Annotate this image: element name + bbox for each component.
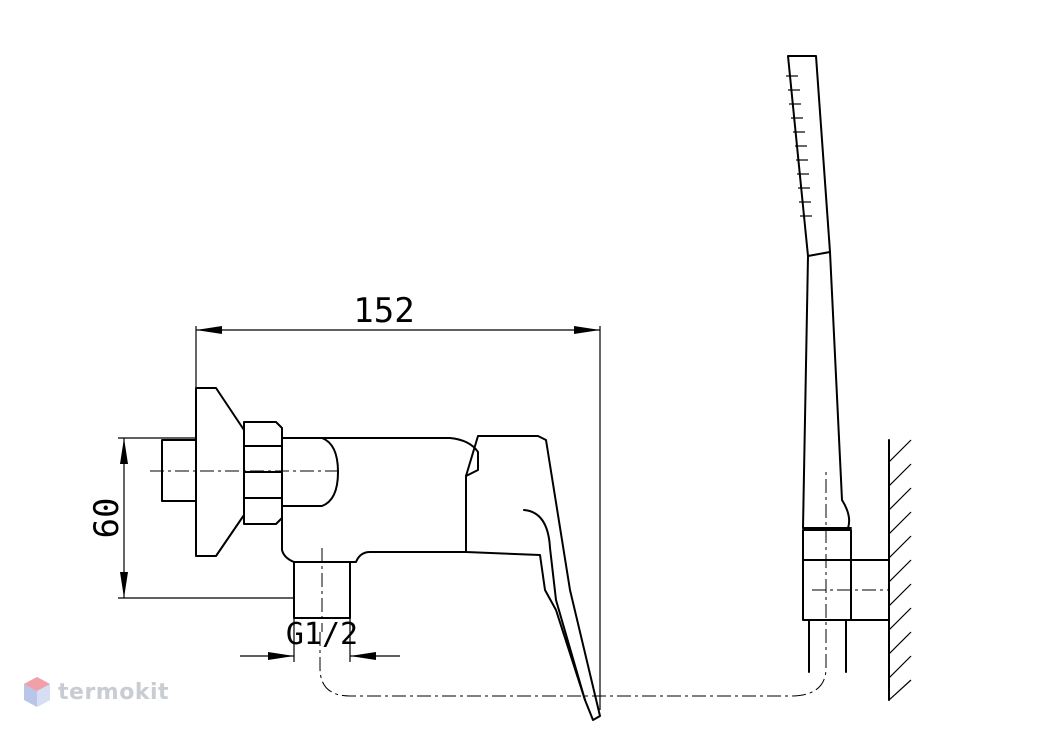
thread-label: G1/2	[286, 617, 358, 652]
mixer-body	[281, 437, 479, 563]
dimension-height: 60	[87, 437, 294, 599]
wall-section	[888, 439, 912, 701]
lever-handle-line	[523, 509, 586, 701]
watermark-brand-text: termokit	[58, 679, 170, 705]
mixer-assembly	[150, 387, 601, 721]
width-label: 152	[353, 291, 414, 331]
dimension-thread: G1/2	[240, 617, 400, 662]
watermark-logo: termokit	[22, 672, 169, 712]
holder-cup	[802, 529, 852, 561]
height-label: 60	[87, 498, 127, 539]
shower-head	[787, 55, 831, 257]
termokit-logo-icon	[24, 677, 50, 707]
cartridge-cap	[465, 435, 601, 721]
hose-centerline	[319, 470, 827, 697]
shower-nozzles	[786, 75, 812, 217]
hand-shower	[786, 55, 890, 673]
wall-flange	[195, 387, 245, 557]
dimension-width: 152	[195, 291, 601, 710]
eccentric-connector	[281, 437, 339, 507]
